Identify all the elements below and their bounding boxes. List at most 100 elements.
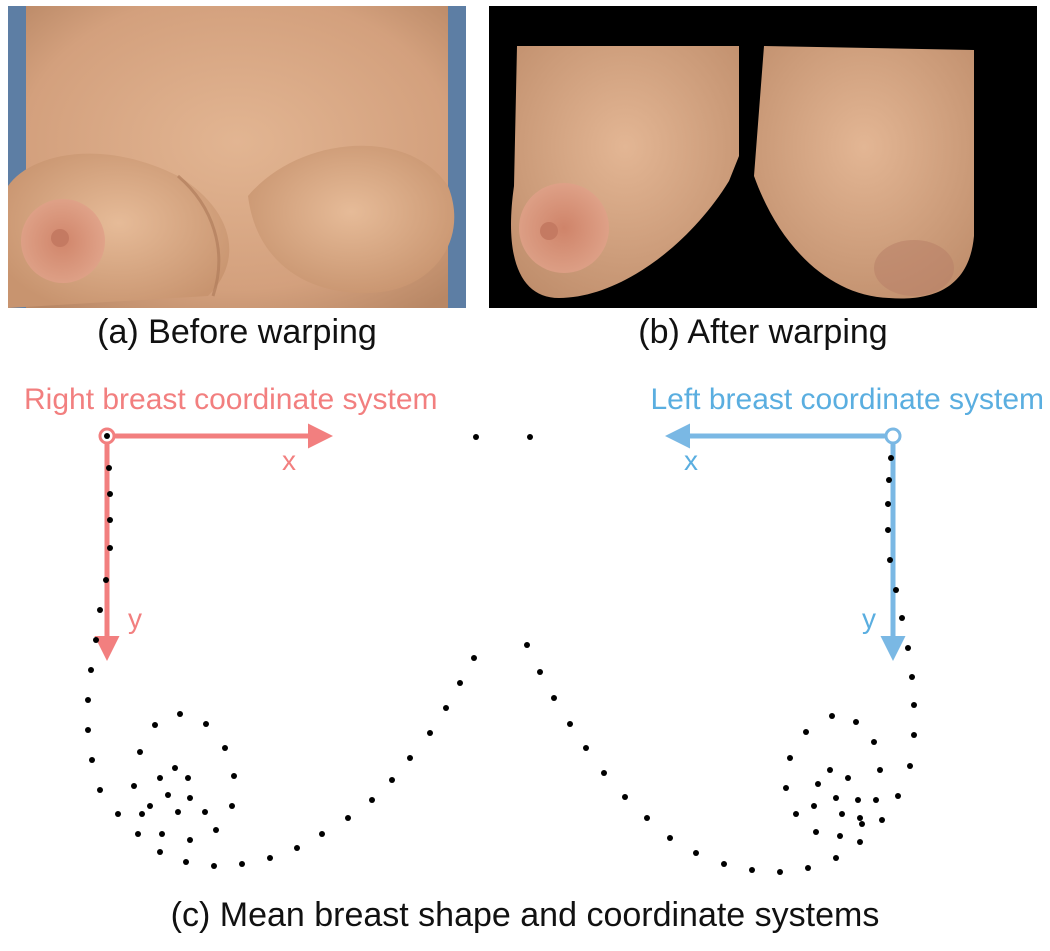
photo-after-warping bbox=[489, 6, 1037, 308]
left-areola-landmarks bbox=[783, 713, 883, 839]
landmark-dot bbox=[857, 839, 863, 845]
landmark-dot bbox=[793, 811, 799, 817]
landmark-dot bbox=[567, 721, 573, 727]
landmark-dot bbox=[185, 775, 191, 781]
landmark-dot bbox=[783, 785, 789, 791]
landmark-dot bbox=[837, 833, 843, 839]
landmark-dot bbox=[85, 697, 91, 703]
landmark-dot bbox=[229, 803, 235, 809]
landmark-dot bbox=[811, 803, 817, 809]
landmark-dot bbox=[887, 557, 893, 563]
landmark-dot bbox=[777, 869, 783, 875]
landmark-dot bbox=[159, 831, 165, 837]
landmark-dot bbox=[888, 455, 894, 461]
landmark-dot bbox=[369, 797, 375, 803]
landmark-dot bbox=[88, 667, 94, 673]
landmark-dot bbox=[443, 705, 449, 711]
landmark-dot bbox=[833, 795, 839, 801]
landmark-dot bbox=[907, 763, 913, 769]
landmark-dot bbox=[294, 845, 300, 851]
landmark-dot bbox=[187, 795, 193, 801]
landmark-dot bbox=[471, 655, 477, 661]
landmark-dot bbox=[644, 815, 650, 821]
landmark-dot bbox=[551, 695, 557, 701]
landmark-dot bbox=[857, 815, 863, 821]
landmark-dot bbox=[911, 702, 917, 708]
landmark-dot bbox=[803, 729, 809, 735]
landmark-dot bbox=[427, 730, 433, 736]
landmark-dot bbox=[524, 642, 530, 648]
landmark-dot bbox=[104, 433, 110, 439]
landmark-dot bbox=[222, 745, 228, 751]
right-coordinate-system-title: Right breast coordinate system bbox=[24, 383, 438, 416]
landmark-dot bbox=[879, 817, 885, 823]
landmark-dot bbox=[187, 837, 193, 843]
right-coordinate-axes: x y bbox=[94, 423, 333, 661]
landmark-dot bbox=[175, 809, 181, 815]
landmark-dot bbox=[177, 711, 183, 717]
landmark-dot bbox=[107, 491, 113, 497]
landmark-dot bbox=[147, 803, 153, 809]
landmark-dot bbox=[103, 577, 109, 583]
landmark-dot bbox=[183, 859, 189, 865]
landmark-dot bbox=[157, 849, 163, 855]
photo-before-warping bbox=[8, 6, 466, 308]
landmark-dot bbox=[787, 755, 793, 761]
landmark-dot bbox=[457, 680, 463, 686]
landmark-dot bbox=[527, 434, 533, 440]
right-x-label: x bbox=[282, 445, 296, 476]
landmark-dot bbox=[583, 745, 589, 751]
landmark-dot bbox=[877, 767, 883, 773]
landmark-dot bbox=[213, 827, 219, 833]
landmark-dot bbox=[853, 719, 859, 725]
landmark-dot bbox=[115, 811, 121, 817]
landmark-dot bbox=[107, 517, 113, 523]
photo-after-warping-image bbox=[489, 6, 1037, 308]
landmark-dot bbox=[871, 739, 877, 745]
landmark-dot bbox=[89, 757, 95, 763]
photo-before-warping-image bbox=[8, 6, 466, 308]
landmark-dot bbox=[202, 809, 208, 815]
landmark-dot bbox=[319, 831, 325, 837]
landmark-dot bbox=[131, 783, 137, 789]
landmark-dot bbox=[267, 855, 273, 861]
landmark-dot bbox=[239, 861, 245, 867]
landmark-dot bbox=[537, 669, 543, 675]
left-origin-marker bbox=[884, 427, 902, 445]
landmark-dot bbox=[106, 465, 112, 471]
right-breast-landmarks bbox=[85, 433, 479, 869]
landmark-dot bbox=[886, 477, 892, 483]
landmark-dot bbox=[152, 722, 158, 728]
landmark-dot bbox=[905, 645, 911, 651]
landmark-dot bbox=[815, 781, 821, 787]
landmark-dot bbox=[909, 674, 915, 680]
landmark-dot bbox=[85, 727, 91, 733]
landmark-dot bbox=[893, 587, 899, 593]
landmark-dot bbox=[135, 831, 141, 837]
landmark-dot bbox=[407, 755, 413, 761]
landmark-dot bbox=[473, 434, 479, 440]
left-y-label: y bbox=[862, 603, 876, 634]
landmark-dot bbox=[859, 821, 865, 827]
landmark-dot bbox=[895, 793, 901, 799]
landmark-dot bbox=[345, 815, 351, 821]
right-y-label: y bbox=[128, 603, 142, 634]
landmark-dot bbox=[157, 775, 163, 781]
landmark-dot bbox=[139, 811, 145, 817]
landmark-dot bbox=[749, 867, 755, 873]
landmark-dot bbox=[211, 863, 217, 869]
landmark-dot bbox=[839, 811, 845, 817]
landmark-dot bbox=[622, 794, 628, 800]
landmark-dot bbox=[873, 797, 879, 803]
landmark-dot bbox=[97, 787, 103, 793]
landmark-dot bbox=[137, 749, 143, 755]
caption-after-warping: (b) After warping bbox=[638, 313, 888, 351]
landmark-dot bbox=[693, 850, 699, 856]
landmark-dot bbox=[107, 545, 113, 551]
landmark-dot bbox=[845, 775, 851, 781]
landmark-dot bbox=[827, 767, 833, 773]
landmark-dot bbox=[203, 721, 209, 727]
right-areola-landmarks bbox=[131, 711, 237, 843]
landmark-dot bbox=[389, 777, 395, 783]
